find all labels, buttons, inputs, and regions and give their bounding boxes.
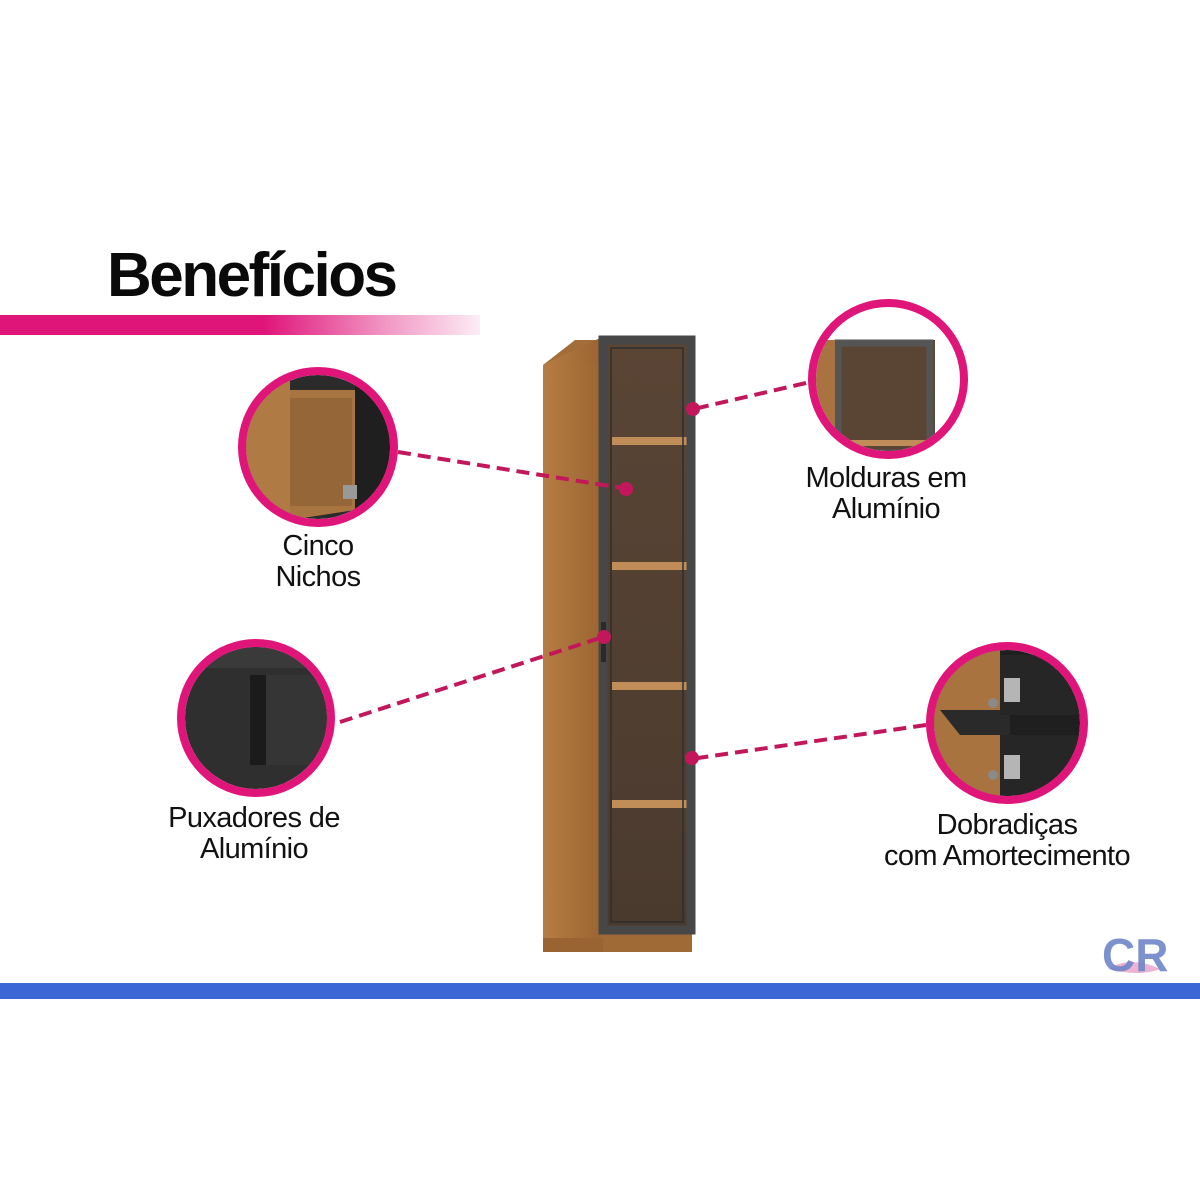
aluminum-frame-icon — [808, 299, 968, 459]
feature-label-line: Alumínio — [199, 833, 309, 865]
feature-label-frames: Molduras em Alumínio — [780, 463, 992, 525]
feature-label-line: com Amortecimento — [883, 840, 1131, 872]
feature-label-line: Dobradiças — [936, 809, 1078, 841]
feature-label-line: Nichos — [275, 561, 361, 593]
feature-label-handles: Puxadores de Alumínio — [138, 803, 370, 865]
wood-niche-shelf-icon — [238, 367, 398, 527]
feature-label-hinges: Dobradiças com Amortecimento — [852, 810, 1162, 872]
svg-text:CR: CR — [1102, 929, 1168, 981]
callout-connectors — [339, 381, 927, 760]
feature-label-line: Cinco — [282, 530, 354, 562]
feature-label-niches: Cinco Nichos — [218, 531, 418, 593]
feature-label-line: Puxadores de — [168, 802, 340, 834]
cr-logo: CR — [1102, 929, 1168, 981]
feature-label-line: Alumínio — [831, 493, 941, 525]
tall-glass-cabinet — [543, 335, 696, 952]
bottom-accent-bar — [0, 983, 1200, 999]
feature-label-line: Molduras em — [805, 462, 967, 494]
title-underline-bar — [0, 315, 480, 335]
damped-hinge-icon — [926, 642, 1088, 804]
aluminum-handle-icon — [177, 639, 335, 797]
page-title: Benefícios — [107, 241, 398, 310]
